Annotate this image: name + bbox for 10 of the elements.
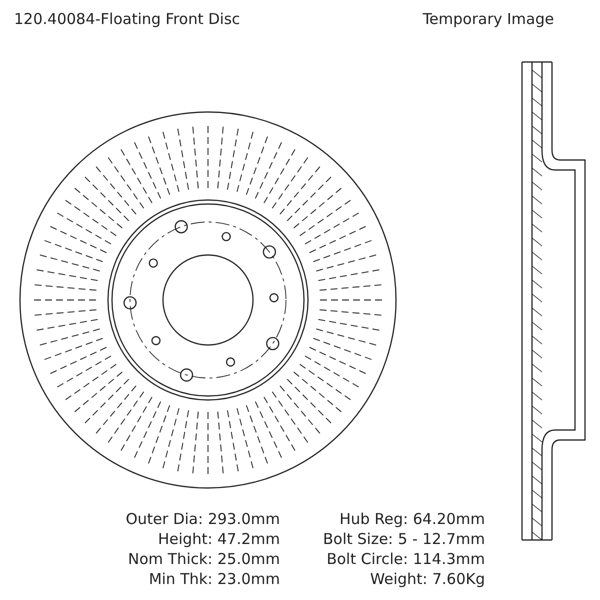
image-note: Temporary Image xyxy=(422,10,554,28)
spec-text: Hub Reg: 64.20mm xyxy=(339,510,485,528)
spec-text: Outer Dia: 293.0mm xyxy=(126,510,280,528)
spec-text: Weight: 7.60Kg xyxy=(370,570,485,588)
spec-text: Nom Thick: 25.0mm xyxy=(128,550,280,568)
spec-text: Bolt Size: 5 - 12.7mm xyxy=(322,530,485,548)
spec-text: Bolt Circle: 114.3mm xyxy=(326,550,485,568)
spec-text: Min Thk: 23.0mm xyxy=(148,570,280,588)
spec-text: Height: 47.2mm xyxy=(158,530,280,548)
title: 120.40084-Floating Front Disc xyxy=(14,10,240,28)
